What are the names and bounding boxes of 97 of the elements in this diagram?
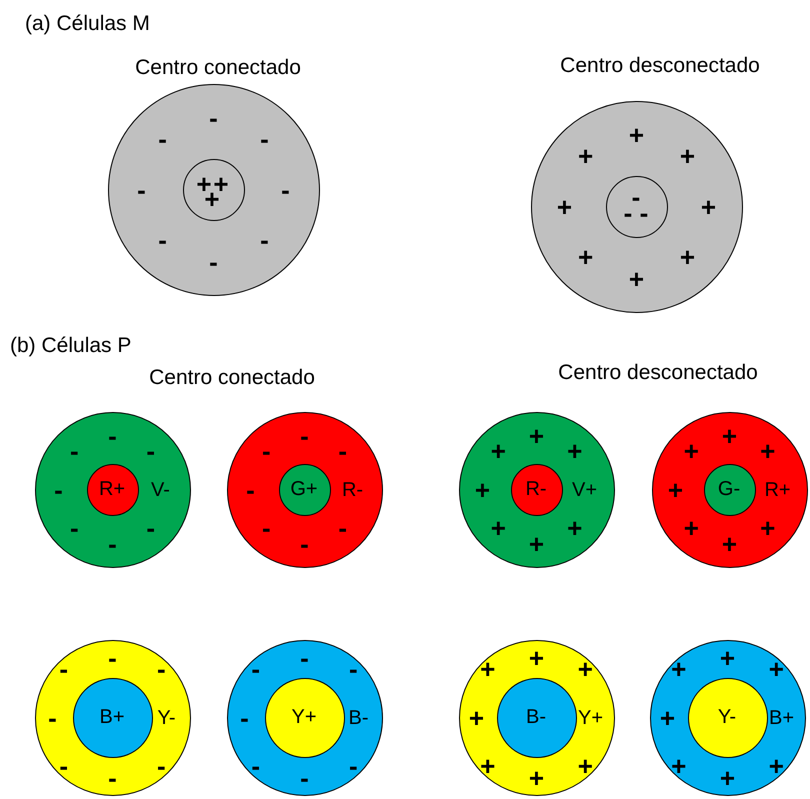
polarity-sign: + bbox=[528, 644, 544, 670]
polarity-sign: - bbox=[260, 126, 269, 152]
polarity-sign: - bbox=[70, 514, 79, 541]
polarity-sign: - bbox=[300, 422, 309, 448]
polarity-sign: + bbox=[578, 244, 594, 270]
polarity-sign: - bbox=[59, 753, 68, 780]
cone-type-label: Y- bbox=[718, 707, 736, 727]
polarity-sign: + bbox=[684, 514, 699, 541]
polarity-sign: + bbox=[528, 530, 544, 556]
polarity-sign: + bbox=[668, 476, 684, 502]
polarity-sign: - bbox=[348, 656, 358, 682]
cone-type-label: B- bbox=[348, 708, 368, 728]
polarity-sign: + bbox=[720, 764, 736, 790]
polarity-sign: - bbox=[158, 227, 167, 254]
polarity-sign: - bbox=[48, 704, 57, 730]
polarity-sign: - bbox=[108, 644, 117, 670]
polarity-sign: + bbox=[720, 644, 736, 670]
cone-type-label: Y+ bbox=[291, 707, 317, 727]
polarity-sign: - bbox=[108, 530, 117, 556]
polarity-sign: + bbox=[671, 753, 686, 780]
polarity-sign: - bbox=[108, 422, 117, 448]
column-heading: Centro conectado bbox=[135, 56, 301, 80]
section-heading: (b) Células P bbox=[10, 334, 132, 358]
cone-type-label: V+ bbox=[572, 480, 598, 500]
polarity-sign: + bbox=[528, 422, 544, 448]
cone-type-label: V- bbox=[151, 480, 170, 500]
cone-type-label: Y+ bbox=[578, 708, 604, 728]
cone-type-label: R+ bbox=[98, 479, 126, 499]
column-heading: Centro desconectado bbox=[558, 361, 758, 385]
polarity-sign: + bbox=[680, 142, 695, 169]
polarity-sign: + bbox=[700, 194, 716, 220]
section-heading: (a) Células M bbox=[25, 12, 150, 36]
polarity-sign: - bbox=[624, 200, 632, 226]
cone-type-label: B- bbox=[526, 707, 546, 727]
polarity-sign: + bbox=[490, 514, 506, 541]
cone-type-label: B+ bbox=[768, 708, 794, 728]
polarity-sign: - bbox=[300, 764, 309, 790]
cone-type-label: G- bbox=[718, 479, 740, 499]
polarity-sign: + bbox=[528, 764, 544, 790]
polarity-sign: - bbox=[246, 476, 255, 502]
polarity-sign: + bbox=[760, 438, 776, 464]
polarity-sign: - bbox=[59, 656, 68, 682]
polarity-sign: + bbox=[468, 704, 484, 730]
polarity-sign: - bbox=[632, 184, 640, 210]
polarity-sign: + bbox=[567, 438, 582, 464]
polarity-sign: + bbox=[722, 530, 738, 556]
polarity-sign: - bbox=[300, 530, 309, 556]
polarity-sign: + bbox=[556, 194, 572, 220]
polarity-sign: + bbox=[671, 656, 686, 682]
polarity-sign: + bbox=[474, 476, 490, 502]
polarity-sign: + bbox=[684, 438, 699, 464]
polarity-sign: + bbox=[578, 753, 593, 780]
polarity-sign: - bbox=[281, 176, 290, 202]
polarity-sign: - bbox=[209, 248, 218, 274]
polarity-sign: - bbox=[262, 438, 271, 464]
cone-type-label: R+ bbox=[764, 480, 791, 500]
column-heading: Centro desconectado bbox=[560, 54, 760, 78]
polarity-sign: - bbox=[70, 438, 79, 464]
polarity-sign: - bbox=[262, 514, 271, 541]
polarity-sign: + bbox=[567, 514, 582, 541]
polarity-sign: - bbox=[240, 704, 249, 730]
cone-type-label: G+ bbox=[290, 479, 318, 499]
polarity-sign: + bbox=[490, 438, 506, 464]
polarity-sign: + bbox=[480, 753, 496, 780]
polarity-sign: - bbox=[338, 514, 347, 541]
polarity-sign: + bbox=[760, 514, 776, 541]
polarity-sign: - bbox=[209, 104, 218, 130]
cone-type-label: B+ bbox=[99, 707, 125, 727]
polarity-sign: + bbox=[578, 142, 594, 169]
polarity-sign: - bbox=[137, 176, 146, 202]
polarity-sign: - bbox=[156, 656, 166, 682]
polarity-sign: + bbox=[578, 656, 593, 682]
polarity-sign: - bbox=[156, 753, 166, 780]
polarity-sign: + bbox=[680, 244, 695, 270]
polarity-sign: - bbox=[251, 753, 260, 780]
polarity-sign: - bbox=[158, 126, 167, 152]
cone-type-label: R- bbox=[342, 480, 364, 500]
column-heading: Centro conectado bbox=[149, 366, 315, 390]
polarity-sign: - bbox=[348, 753, 358, 780]
polarity-sign: - bbox=[260, 227, 269, 254]
polarity-sign: + bbox=[768, 656, 784, 682]
polarity-sign: - bbox=[251, 656, 260, 682]
polarity-sign: - bbox=[54, 476, 63, 502]
polarity-sign: + bbox=[660, 704, 676, 730]
polarity-sign: - bbox=[640, 200, 648, 226]
polarity-sign: - bbox=[146, 514, 155, 541]
cone-type-label: Y- bbox=[157, 708, 176, 728]
polarity-sign: - bbox=[146, 438, 155, 464]
polarity-sign: - bbox=[300, 644, 309, 670]
polarity-sign: + bbox=[722, 422, 738, 448]
polarity-sign: + bbox=[480, 656, 496, 682]
polarity-sign: + bbox=[628, 122, 644, 148]
polarity-sign: + bbox=[628, 266, 644, 292]
polarity-sign: - bbox=[338, 438, 347, 464]
cone-type-label: R- bbox=[525, 479, 547, 499]
polarity-sign: + bbox=[768, 753, 784, 780]
polarity-sign: - bbox=[108, 764, 117, 790]
